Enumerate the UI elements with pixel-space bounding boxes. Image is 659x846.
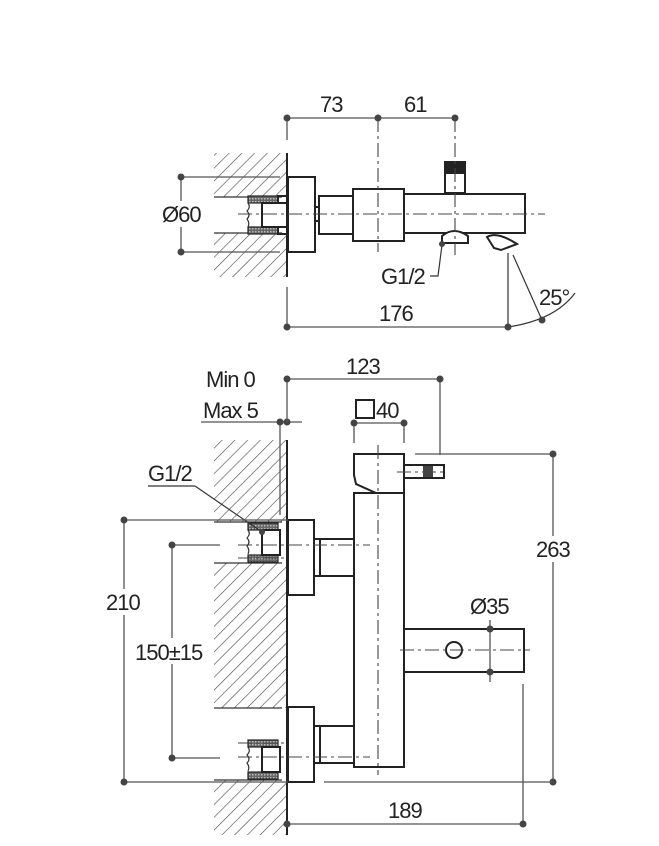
dim-263: 263 <box>536 537 570 562</box>
inlet-pipe-top <box>246 195 288 235</box>
dim-square-40: 40 <box>376 398 399 423</box>
wall-section-front <box>214 440 288 835</box>
dim-diameter-35: Ø35 <box>470 594 509 619</box>
dim-73: 73 <box>320 92 343 117</box>
dim-150-tolerance: 150±15 <box>135 640 203 665</box>
dim-210: 210 <box>106 590 140 615</box>
dim-diameter-60: Ø60 <box>162 202 201 227</box>
wall-section-top <box>214 153 288 277</box>
mixer-body-front <box>353 492 405 768</box>
top-view: 73 61 Ø60 G1/2 25° 176 <box>160 92 576 331</box>
label-min-0: Min 0 <box>206 367 256 392</box>
spout-tip-top <box>485 234 520 252</box>
lower-inlet <box>246 706 355 783</box>
mixer-head-front <box>353 453 405 494</box>
dim-angle-25: 25° <box>539 285 569 310</box>
square-section-icon <box>355 399 375 419</box>
dim-176: 176 <box>379 301 413 326</box>
dim-61: 61 <box>404 92 427 117</box>
label-g12-top: G1/2 <box>381 264 425 289</box>
dim-123: 123 <box>346 354 380 379</box>
label-max-5: Max 5 <box>203 398 259 423</box>
front-view: Min 0 Max 5 123 40 G1/2 263 <box>104 354 574 835</box>
dim-189: 189 <box>388 798 422 823</box>
label-g12-front: G1/2 <box>148 461 192 486</box>
connector-stem-top <box>318 195 354 235</box>
